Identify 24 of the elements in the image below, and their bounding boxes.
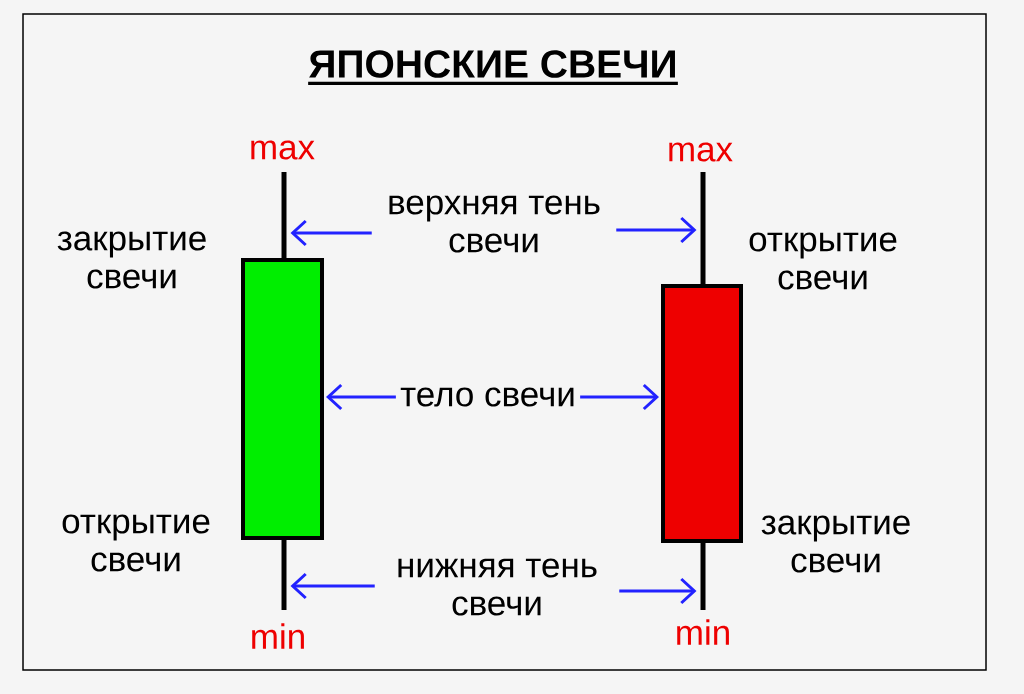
candle-body bbox=[661, 284, 743, 543]
price-label: min bbox=[252, 623, 304, 649]
candle-wick bbox=[281, 538, 287, 610]
title: ЯПОНСКИЕ СВЕЧИ bbox=[308, 50, 678, 86]
candle-body bbox=[241, 258, 324, 540]
callout-label: верхняя тень свечи bbox=[389, 195, 600, 253]
body-label: открытие свечи bbox=[749, 232, 897, 290]
price-label: min bbox=[677, 619, 729, 645]
arrow bbox=[580, 383, 659, 411]
body-label: закрытие свечи bbox=[57, 231, 206, 289]
callout-label: нижняя тень свечи bbox=[398, 558, 597, 616]
candle-wick bbox=[700, 541, 706, 610]
arrow bbox=[616, 216, 697, 244]
callout-label: тело свечи bbox=[400, 387, 574, 407]
body-label: закрытие свечи bbox=[761, 515, 910, 573]
candle-wick bbox=[281, 172, 287, 260]
arrow bbox=[290, 219, 372, 247]
candle-wick bbox=[700, 172, 706, 286]
arrow bbox=[290, 572, 375, 600]
arrow bbox=[619, 577, 697, 605]
price-label: max bbox=[251, 140, 315, 160]
arrow bbox=[326, 383, 396, 411]
body-label: открытие свечи bbox=[62, 514, 210, 572]
price-label: max bbox=[669, 142, 733, 162]
